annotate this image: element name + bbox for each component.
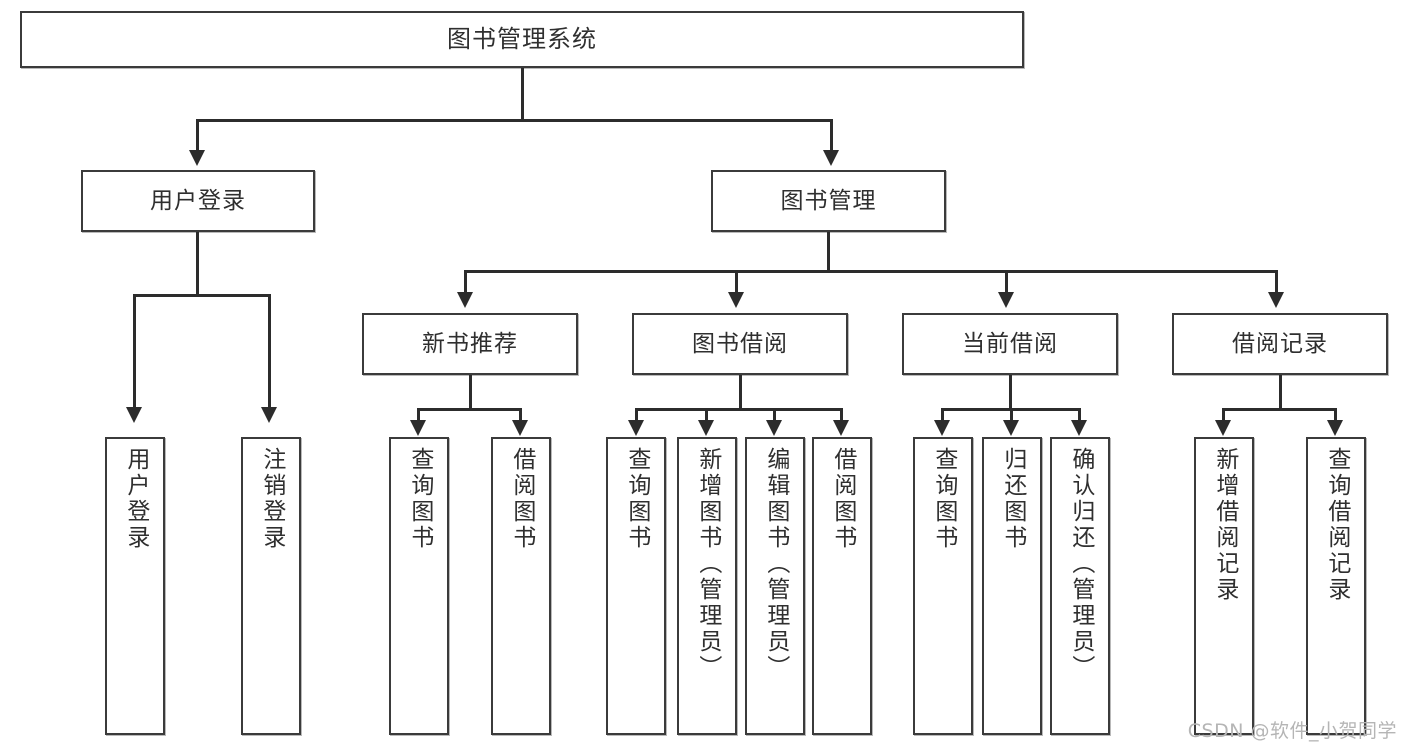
arrowhead-nb-leaf-1: [512, 420, 528, 436]
connector-bb-leaf-3: [840, 408, 843, 422]
connector-new-book-leaf-1: [519, 408, 522, 422]
leaf-bb-edit-book-admin[interactable]: 编辑图书（管理员）: [745, 437, 805, 735]
node-label: 查询图书: [406, 447, 433, 551]
connector-book-borrow-bus: [635, 408, 843, 411]
arrowhead-nb-leaf-0: [410, 420, 426, 436]
arrowhead-cb-leaf-2: [1071, 420, 1087, 436]
node-borrow-record[interactable]: 借阅记录: [1172, 313, 1388, 375]
leaf-br-add-record[interactable]: 新增借阅记录: [1194, 437, 1254, 735]
arrowhead-bb-leaf-2: [766, 420, 782, 436]
connector-to-new-book: [464, 270, 467, 294]
node-label: 注销登录: [258, 447, 285, 551]
connector-cb-leaf-0: [941, 408, 944, 422]
connector-level3-bus: [464, 270, 1278, 273]
leaf-cb-confirm-return-admin[interactable]: 确认归还（管理员）: [1050, 437, 1110, 735]
node-root-system[interactable]: 图书管理系统: [20, 11, 1024, 68]
arrowhead-book-mgmt: [823, 150, 839, 166]
connector-root-to-book-mgmt: [830, 119, 833, 152]
connector-root-bus: [196, 119, 833, 122]
node-new-book-recommend[interactable]: 新书推荐: [362, 313, 578, 375]
leaf-nb-borrow-book[interactable]: 借阅图书: [491, 437, 551, 735]
node-user-login[interactable]: 用户登录: [81, 170, 315, 232]
leaf-bb-add-book-admin[interactable]: 新增图书（管理员）: [677, 437, 737, 735]
node-label: 当前借阅: [962, 330, 1058, 357]
connector-to-book-borrow: [735, 270, 738, 294]
connector-new-book-bus: [417, 408, 522, 411]
arrowhead-bb-leaf-1: [698, 420, 714, 436]
connector-cb-leaf-1: [1010, 408, 1013, 422]
arrowhead-br-leaf-1: [1327, 420, 1343, 436]
node-label: 图书借阅: [692, 330, 788, 357]
connector-bb-leaf-2: [773, 408, 776, 422]
connector-br-leaf-0: [1222, 408, 1225, 422]
connector-user-login-bus: [133, 294, 270, 297]
node-label: 借阅记录: [1232, 330, 1328, 357]
connector-to-current-borrow: [1005, 270, 1008, 294]
connector-book-borrow-stem: [739, 375, 742, 410]
arrowhead-bb-leaf-0: [628, 420, 644, 436]
leaf-cb-return-book[interactable]: 归还图书: [982, 437, 1042, 735]
node-book-borrow[interactable]: 图书借阅: [632, 313, 848, 375]
node-label: 确认归还（管理员）: [1067, 447, 1094, 681]
node-label: 借阅图书: [508, 447, 535, 551]
node-label: 查询图书: [930, 447, 957, 551]
node-label: 图书管理系统: [447, 24, 597, 53]
arrowhead-leaf-logout: [261, 407, 277, 423]
node-label: 借阅图书: [829, 447, 856, 551]
connector-new-book-leaf-0: [417, 408, 420, 422]
arrowhead-bb-leaf-3: [833, 420, 849, 436]
node-label: 归还图书: [999, 447, 1026, 551]
connector-br-leaf-1: [1334, 408, 1337, 422]
connector-user-login-leaf-1: [268, 294, 271, 409]
node-book-management[interactable]: 图书管理: [711, 170, 946, 232]
connector-root-to-user-login: [196, 119, 199, 152]
node-label: 新增借阅记录: [1211, 447, 1238, 603]
connector-bb-leaf-0: [635, 408, 638, 422]
connector-cb-leaf-2: [1078, 408, 1081, 422]
leaf-br-query-record[interactable]: 查询借阅记录: [1306, 437, 1366, 735]
connector-root-stem: [521, 68, 524, 120]
leaf-cb-query-book[interactable]: 查询图书: [913, 437, 973, 735]
connector-bb-leaf-1: [705, 408, 708, 422]
node-label: 图书管理: [780, 187, 877, 214]
node-label: 编辑图书（管理员）: [762, 447, 789, 681]
node-label: 查询借阅记录: [1323, 447, 1350, 603]
node-label: 查询图书: [623, 447, 650, 551]
leaf-user-login[interactable]: 用户登录: [105, 437, 165, 735]
arrowhead-new-book: [457, 292, 473, 308]
arrowhead-leaf-user-login: [126, 407, 142, 423]
leaf-nb-query-book[interactable]: 查询图书: [389, 437, 449, 735]
connector-user-login-leaf-0: [133, 294, 136, 409]
connector-new-book-stem: [469, 375, 472, 410]
arrowhead-current-borrow: [998, 292, 1014, 308]
arrowhead-br-leaf-0: [1215, 420, 1231, 436]
node-current-borrow[interactable]: 当前借阅: [902, 313, 1118, 375]
leaf-bb-borrow-book[interactable]: 借阅图书: [812, 437, 872, 735]
connector-current-borrow-stem: [1009, 375, 1012, 410]
leaf-logout[interactable]: 注销登录: [241, 437, 301, 735]
arrowhead-cb-leaf-1: [1003, 420, 1019, 436]
connector-user-login-stem: [196, 232, 199, 296]
arrowhead-borrow-record: [1268, 292, 1284, 308]
node-label: 用户登录: [122, 447, 149, 551]
connector-to-borrow-record: [1275, 270, 1278, 294]
leaf-bb-query-book[interactable]: 查询图书: [606, 437, 666, 735]
connector-borrow-record-stem: [1279, 375, 1282, 410]
arrowhead-book-borrow: [728, 292, 744, 308]
arrowhead-user-login: [189, 150, 205, 166]
node-label: 用户登录: [150, 187, 246, 214]
node-label: 新增图书（管理员）: [694, 447, 721, 681]
node-label: 新书推荐: [422, 330, 518, 357]
arrowhead-cb-leaf-0: [934, 420, 950, 436]
connector-book-mgmt-stem: [827, 232, 830, 272]
csdn-watermark: CSDN @软件_小贺同学: [1187, 720, 1397, 742]
connector-borrow-record-bus: [1222, 408, 1337, 411]
